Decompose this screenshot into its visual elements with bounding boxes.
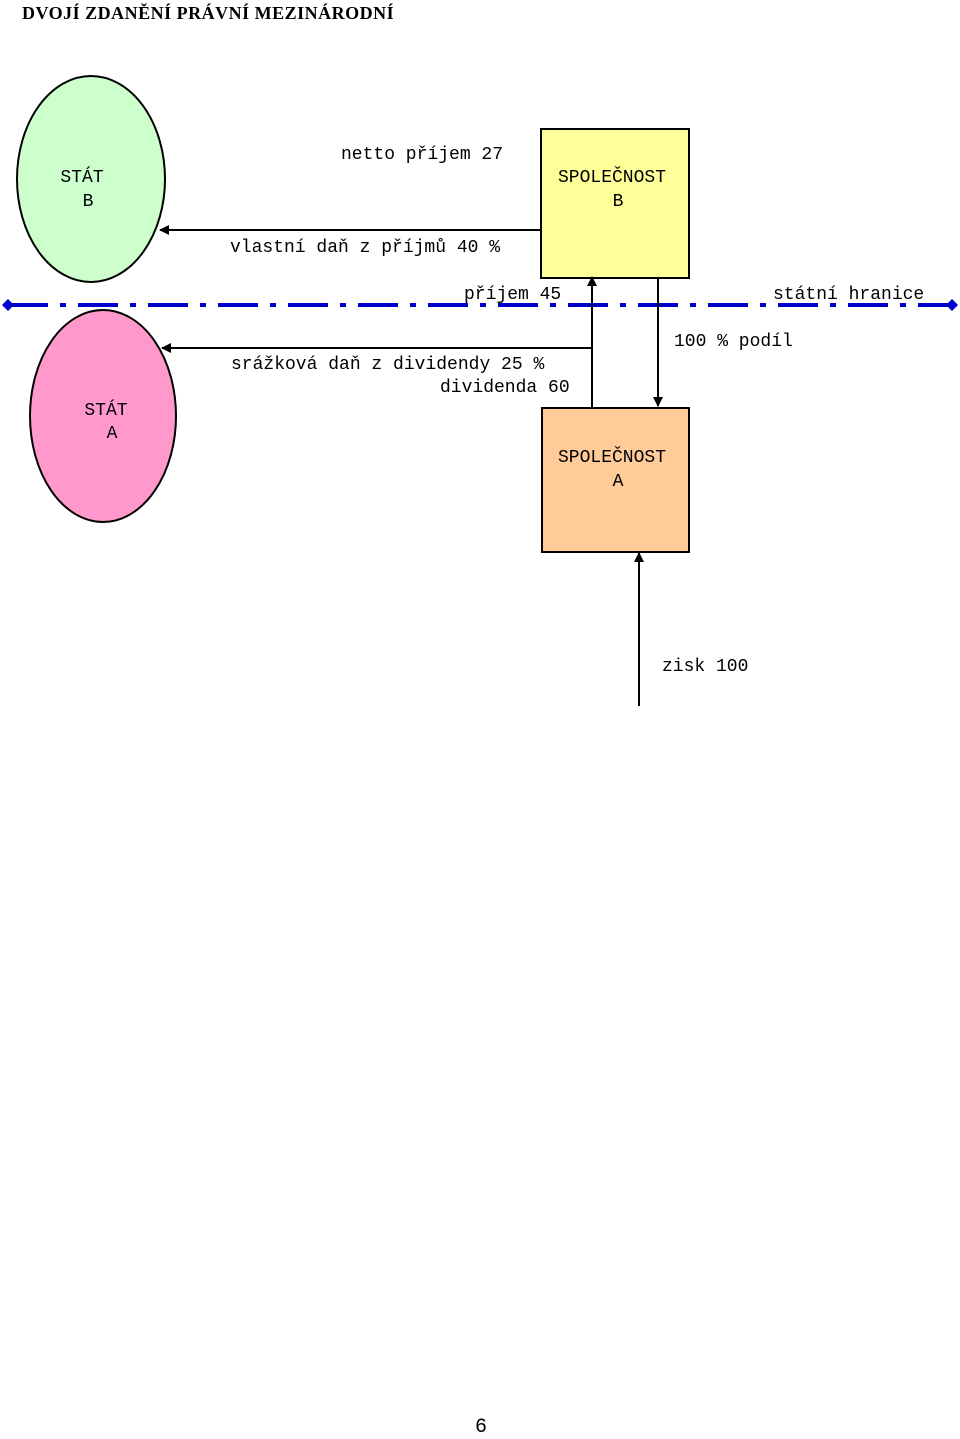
label-statni-hranice: státní hranice xyxy=(773,285,924,305)
label-vlastni-dan: vlastní daň z příjmů 40 % xyxy=(230,238,500,258)
node-spolecnost-b: SPOLEČNOST B xyxy=(540,128,690,279)
node-stat-b: STÁT B xyxy=(16,75,166,283)
label-zisk: zisk 100 xyxy=(662,657,748,677)
node-spolecnost-a: SPOLEČNOST A xyxy=(541,407,690,553)
node-stat-a: STÁT A xyxy=(29,309,177,523)
stat-b-line1: STÁT xyxy=(60,166,103,188)
spolecnost-a-line1: SPOLEČNOST xyxy=(558,446,666,468)
label-podil: 100 % podíl xyxy=(674,332,793,352)
stat-a-line1: STÁT xyxy=(84,399,127,421)
spolecnost-a-line2: A xyxy=(613,472,624,492)
state-border-left-end-icon xyxy=(2,299,14,311)
label-prijem: příjem 45 xyxy=(464,285,561,305)
stat-a-line2: A xyxy=(107,424,118,444)
stat-b-line2: B xyxy=(83,192,94,212)
page-title: DVOJÍ ZDANĚNÍ PRÁVNÍ MEZINÁRODNÍ xyxy=(22,3,395,23)
label-srazkova-dan: srážková daň z dividendy 25 % xyxy=(231,355,544,375)
label-netto-prijem: netto příjem 27 xyxy=(341,145,503,165)
label-dividenda: dividenda 60 xyxy=(440,378,570,398)
spolecnost-b-line2: B xyxy=(613,192,624,212)
state-border-right-end-icon xyxy=(946,299,958,311)
spolecnost-b-line1: SPOLEČNOST xyxy=(558,166,666,188)
page-number: 6 xyxy=(475,1416,488,1439)
